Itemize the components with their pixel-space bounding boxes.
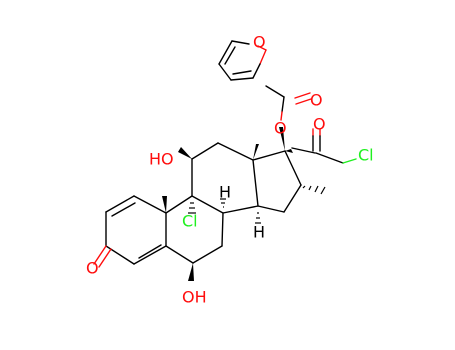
c6-hydroxyl-label: OH <box>182 288 207 307</box>
furan-oxygen-label: O <box>253 33 266 52</box>
c8-hydrogen-label: H <box>219 183 231 202</box>
furan-ring <box>218 40 267 81</box>
side-chain-chlorine-label: Cl <box>358 146 374 165</box>
chloroacetyl-side-chain <box>291 128 357 164</box>
atom-labels: O O O O Cl HO H Cl H O OH <box>86 33 374 307</box>
side-chain-ketone-oxygen-label: O <box>313 115 326 134</box>
ester-carbonyl-oxygen-label: O <box>310 91 323 110</box>
ester-group <box>265 85 312 121</box>
c11-hydroxyl-label: HO <box>149 150 174 169</box>
ring-d <box>252 150 302 213</box>
ring-c <box>191 142 259 214</box>
c9-chlorine-label: Cl <box>182 212 198 231</box>
stereo-bonds <box>162 127 326 281</box>
ring-b <box>165 195 224 264</box>
ring-a <box>93 195 167 268</box>
ester-linking-oxygen-label: O <box>274 119 287 138</box>
c14-hydrogen-label: H <box>253 223 265 242</box>
c3-ketone-oxygen-label: O <box>86 259 99 278</box>
